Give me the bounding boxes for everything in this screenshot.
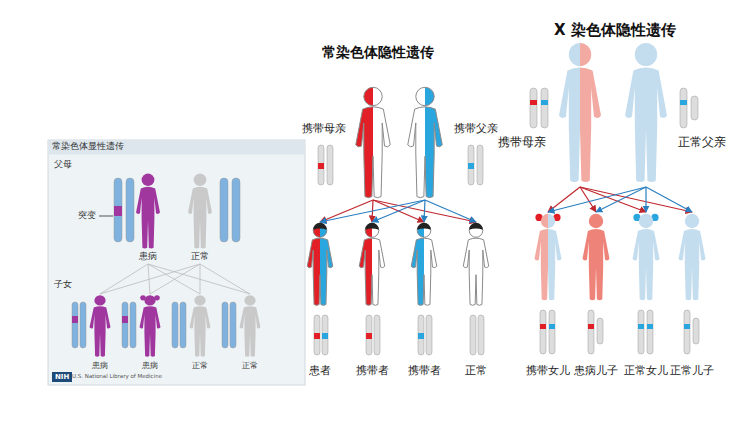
person-figure: 患病: [106, 172, 168, 264]
person-figure: 正常: [170, 294, 218, 376]
inheritance-arrow: [320, 200, 373, 222]
inheritance-arrow: [424, 200, 425, 222]
inheritance-arrow: [372, 200, 425, 222]
person-illustration: [618, 40, 730, 187]
person-label: 患病: [139, 251, 157, 262]
person-figure: 正常: [184, 172, 240, 264]
panel-ground: [48, 140, 305, 385]
inheritance-arrow: [645, 187, 646, 212]
inheritance-line: [200, 264, 250, 294]
panel-title: 常染色体显性遗传: [52, 141, 124, 152]
person-label: 患病: [142, 361, 158, 371]
section-label: 父母: [54, 159, 72, 170]
inheritance-arrow: [646, 187, 692, 212]
diagram-title: 常染色体隐性遗传: [322, 44, 434, 61]
person-figure: 携带父亲: [402, 85, 500, 200]
section-label: 子女: [54, 279, 72, 290]
inheritance-arrow: [373, 200, 424, 222]
person-label: 正常: [191, 251, 209, 262]
person-illustration: [348, 222, 396, 380]
inheritance-arrow: [373, 200, 476, 222]
inheritance-line: [200, 264, 201, 294]
person-illustration: [184, 172, 240, 264]
panel-box: 常染色体显性遗传患病正常患病患病正常正常: [48, 140, 305, 385]
person-figure: 患病儿子: [572, 212, 620, 380]
inheritance-line: [150, 264, 200, 294]
person-label: 携带女儿: [526, 364, 570, 377]
person-illustration: [496, 40, 610, 187]
person-figure: 正常儿子: [668, 212, 716, 380]
section-label: 突变: [78, 210, 96, 221]
inheritance-line: [100, 264, 148, 294]
person-label: 正常: [242, 361, 258, 371]
person-label: 正常父亲: [678, 135, 726, 149]
person-label: 患者: [309, 364, 331, 377]
person-illustration: [622, 212, 670, 380]
person-figure: 患病: [120, 294, 168, 376]
person-figure: 正常: [220, 294, 268, 376]
person-illustration: [402, 85, 500, 200]
person-figure: 携带者: [400, 222, 448, 380]
person-illustration: [668, 212, 716, 380]
person-figure: 正常女儿: [622, 212, 670, 380]
inheritance-arrow: [548, 187, 646, 212]
person-illustration: [572, 212, 620, 380]
person-label: 携带者: [356, 364, 389, 377]
inheritance-arrow: [580, 187, 596, 212]
person-label: 正常儿子: [670, 364, 714, 377]
person-label: 正常: [192, 361, 208, 371]
person-label: 患病: [92, 361, 108, 371]
person-figure: 携带者: [348, 222, 396, 380]
person-figure: 携带母亲: [302, 85, 398, 200]
person-illustration: [400, 222, 448, 380]
leader-line: [99, 216, 113, 217]
inheritance-line: [100, 264, 200, 294]
person-illustration: [106, 172, 168, 264]
diagram-title: X 染色体隐性遗传: [554, 21, 676, 39]
person-label: 携带者: [408, 364, 441, 377]
inheritance-arrow: [425, 200, 476, 222]
person-illustration: [302, 85, 398, 200]
person-figure: 患病: [70, 294, 118, 376]
person-label: 携带父亲: [454, 122, 498, 135]
inheritance-arrow: [320, 200, 425, 222]
person-illustration: [452, 222, 500, 380]
person-figure: 患者: [296, 222, 344, 380]
person-illustration: [296, 222, 344, 380]
person-figure: 携带母亲: [496, 40, 610, 187]
person-label: 正常女儿: [624, 364, 668, 377]
logo-text: U.S. National Library of Medicine: [72, 373, 162, 380]
person-label: 携带母亲: [302, 122, 346, 135]
person-figure: 正常: [452, 222, 500, 380]
person-figure: 携带女儿: [524, 212, 572, 380]
person-figure: 正常父亲: [618, 40, 730, 187]
person-label: 患病儿子: [574, 364, 618, 377]
person-label: 携带母亲: [498, 135, 546, 149]
logo-mark: NIH: [52, 372, 72, 382]
person-illustration: [524, 212, 572, 380]
person-label: 正常: [465, 364, 487, 377]
inheritance-line: [148, 264, 250, 294]
inheritance-line: [148, 264, 200, 294]
panel-title-bar: [49, 141, 305, 155]
inheritance-arrow: [596, 187, 646, 212]
